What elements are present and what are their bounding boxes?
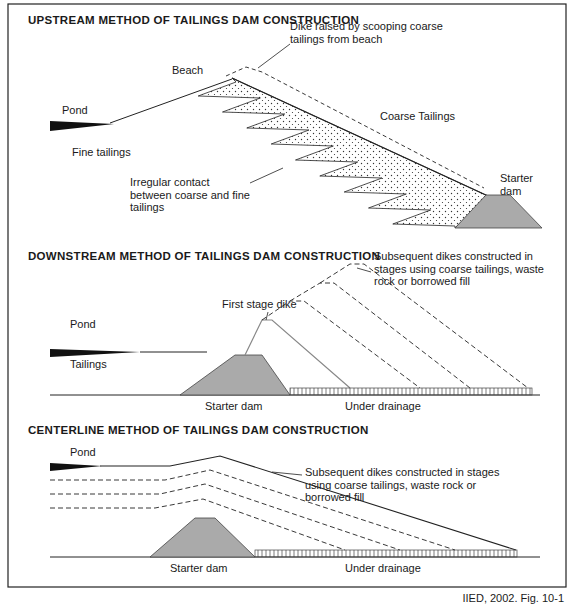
- pond: [50, 349, 140, 357]
- pond-label: Pond: [62, 104, 88, 117]
- pond-label: Pond: [70, 446, 96, 459]
- drainage-label: Under drainage: [345, 562, 421, 575]
- leader: [250, 168, 283, 183]
- pond-label: Pond: [70, 318, 96, 331]
- dike-label: First stage dike: [222, 298, 297, 311]
- dam-label: Starter dam: [205, 400, 262, 413]
- callout-note: Dike raised by scooping coarse tailings …: [290, 20, 460, 45]
- dam-label: Starter dam: [170, 562, 227, 575]
- under-drainage: [255, 550, 517, 557]
- material-label: Coarse Tailings: [380, 110, 455, 123]
- dam-label: Starter dam: [500, 172, 548, 197]
- beach-label: Beach: [172, 64, 203, 77]
- callout-note: Subsequent dikes constructed in stages u…: [374, 250, 554, 288]
- panel-title: CENTERLINE METHOD OF TAILINGS DAM CONSTR…: [28, 424, 369, 437]
- outer-slope: [232, 78, 488, 196]
- first-stage-dike: [245, 320, 350, 388]
- stage-dike: [290, 283, 470, 388]
- starter-dam: [150, 518, 255, 557]
- callout-note: Subsequent dikes constructed in stages u…: [305, 466, 505, 504]
- leader: [266, 312, 268, 320]
- leader: [258, 44, 290, 68]
- tailings-surface: [140, 352, 207, 353]
- starter-dam: [455, 195, 542, 228]
- material-label: Tailings: [70, 358, 107, 371]
- leader: [357, 268, 371, 272]
- drainage-label: Under drainage: [345, 400, 421, 413]
- coarse-tailings: [198, 78, 488, 228]
- panel-title: DOWNSTREAM METHOD OF TAILINGS DAM CONSTR…: [28, 250, 380, 263]
- raised-dike: [226, 67, 484, 188]
- pond: [50, 463, 102, 471]
- callout-note: Irregular contact between coarse and fin…: [130, 176, 250, 214]
- leader: [272, 472, 302, 475]
- stage-dike: [262, 301, 420, 388]
- centerline-panel: [50, 456, 540, 557]
- pond: [50, 121, 114, 131]
- material-label: Fine tailings: [72, 146, 131, 159]
- starter-dam: [180, 355, 290, 395]
- outer-profile: [100, 456, 516, 550]
- upstream-panel: [50, 44, 542, 228]
- frame: [8, 4, 566, 587]
- under-drainage: [290, 388, 532, 395]
- figure-caption: IIED, 2002. Fig. 10-1: [463, 592, 565, 605]
- beach-surface: [110, 79, 232, 123]
